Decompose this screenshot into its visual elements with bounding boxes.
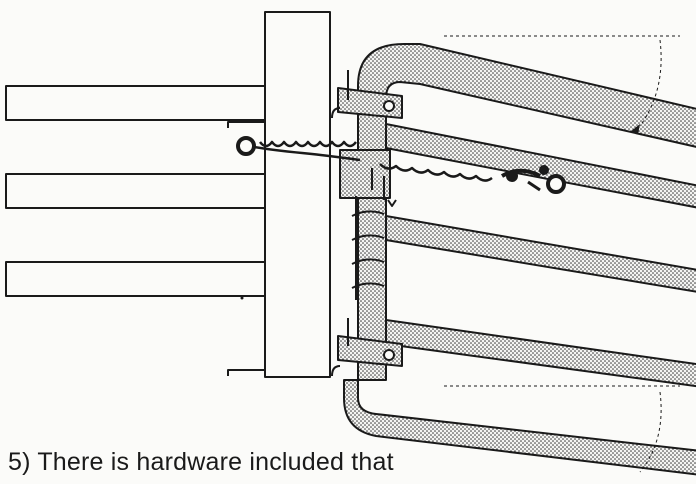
hinge-strap-top — [331, 70, 403, 119]
instruction-caption: 5) There is hardware included that — [8, 448, 394, 476]
post-bracket-bottom — [227, 369, 265, 376]
arrow-top — [630, 124, 640, 134]
gate-top-rail — [357, 43, 696, 381]
post-bracket-top — [227, 121, 265, 128]
rail-top — [5, 85, 269, 121]
eye-bolt-post — [236, 136, 256, 156]
gate-rail-4 — [385, 319, 696, 388]
chain — [247, 140, 493, 182]
rail-middle — [5, 173, 269, 209]
gate-bottom-rail — [343, 379, 696, 476]
post — [264, 11, 331, 378]
post-with-rails — [5, 11, 331, 378]
swing-indicator-bottom — [444, 385, 680, 473]
hinge-bolt-top — [383, 100, 395, 112]
hinge-bolt-bottom — [383, 349, 395, 361]
gate-rail-2 — [385, 123, 696, 209]
gate-rail-3 — [385, 215, 696, 293]
eye-bolt-gate — [546, 174, 566, 194]
hinge-strap-bottom — [331, 318, 403, 377]
gate-frame — [343, 43, 696, 476]
rail-bottom — [5, 261, 269, 297]
snap-hook — [500, 165, 549, 192]
